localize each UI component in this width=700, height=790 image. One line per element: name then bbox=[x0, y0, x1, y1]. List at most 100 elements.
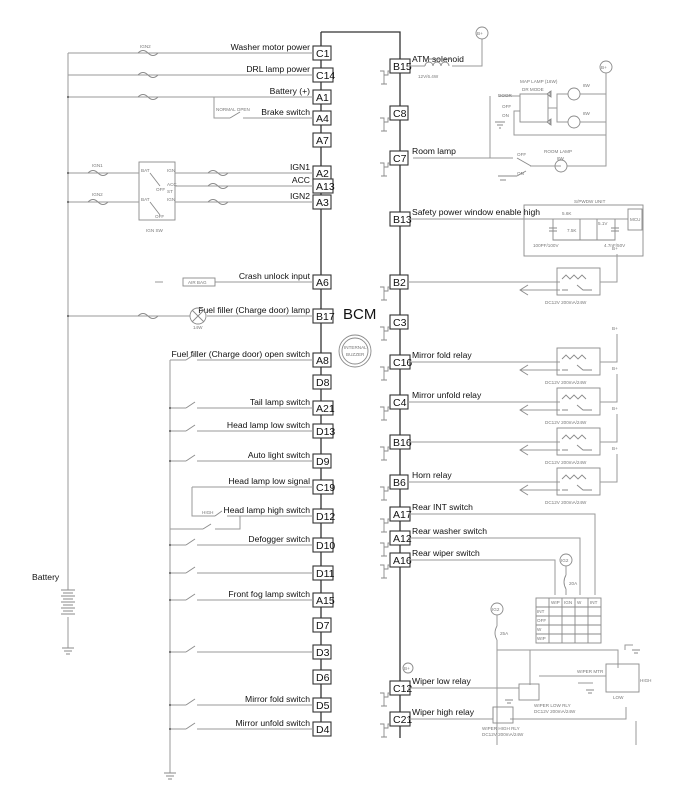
pin-box bbox=[312, 669, 332, 685]
pin-label: Mirror unfold switch bbox=[236, 718, 311, 728]
left-pin-d8[interactable]: D8 bbox=[312, 374, 332, 390]
pin-id: A2 bbox=[316, 168, 329, 180]
right-pin-c3[interactable]: C3 bbox=[380, 314, 409, 341]
relay-bplus: B+ bbox=[612, 406, 618, 411]
pin-id: A16 bbox=[393, 555, 412, 567]
wiper-fuse: 25A bbox=[500, 631, 509, 636]
table-col-header: INT bbox=[590, 600, 598, 605]
room-off: OFF bbox=[517, 152, 526, 157]
pin-id: D9 bbox=[316, 456, 330, 468]
table-row-header: WIP bbox=[537, 636, 546, 641]
transistor-icon bbox=[380, 518, 390, 533]
pin-box bbox=[312, 132, 332, 148]
wiper-high-label: HIGH bbox=[640, 678, 651, 683]
left-pin-d6[interactable]: D6 bbox=[312, 669, 332, 685]
pin-id: B13 bbox=[393, 214, 412, 226]
lamp-icon bbox=[189, 307, 207, 325]
pin-id: A13 bbox=[316, 181, 335, 193]
pin-id: C16 bbox=[393, 357, 412, 369]
map-lamp-title: MAP LAMP (16W) bbox=[520, 79, 558, 84]
pin-label: Brake switch bbox=[261, 107, 310, 117]
ign-pos-off-2: OFF bbox=[155, 214, 164, 219]
pin-label: Mirror unfold relay bbox=[412, 390, 482, 400]
switch-d13 bbox=[169, 424, 313, 432]
map-bulb-1: 8W bbox=[583, 83, 591, 88]
left-pin-d11[interactable]: D11 bbox=[312, 565, 335, 581]
pin-label: Head lamp low switch bbox=[227, 420, 310, 430]
fuel-door-switch bbox=[170, 353, 313, 361]
ign-pos-off: OFF bbox=[156, 187, 165, 192]
transistor-icon bbox=[380, 162, 390, 177]
room-lamp-title: ROOM LAMP bbox=[544, 149, 572, 154]
pin-id: A21 bbox=[316, 403, 335, 415]
switch-d4 bbox=[169, 722, 313, 730]
right-pin-b2[interactable]: B2 bbox=[380, 274, 409, 301]
switch-a15 bbox=[169, 593, 313, 601]
ign1-fuse-label: IGN1 bbox=[92, 163, 103, 168]
internal-buzzer: INTERNAL BUZZER bbox=[338, 334, 372, 368]
left-pin-a7[interactable]: A7 bbox=[312, 132, 332, 148]
room-on: ON bbox=[517, 171, 524, 176]
pin-box bbox=[389, 150, 409, 166]
map-lamp-mode: DR MODE bbox=[522, 87, 544, 92]
relay-b2: B+DC12V 200mA/24W bbox=[408, 246, 618, 305]
pin-label: Wiper low relay bbox=[412, 676, 471, 686]
left-pin-d3[interactable]: D3 bbox=[312, 644, 332, 660]
ign2-fuse-label: IGN2 bbox=[92, 192, 103, 197]
switch-d10 bbox=[169, 538, 313, 546]
left-pin-a4[interactable]: A4 Brake switch bbox=[261, 107, 332, 126]
battery-plus-fuse bbox=[67, 94, 313, 100]
relay-bplus: B+ bbox=[612, 326, 618, 331]
table-col-header: IGN bbox=[564, 600, 572, 605]
pin-id: D4 bbox=[316, 724, 330, 736]
pin-box bbox=[389, 105, 409, 121]
spwdw-c2: 4.7nF/50V bbox=[604, 243, 626, 248]
spwdw-mcu: MCU bbox=[630, 217, 640, 222]
right-pin-b16[interactable]: B16 bbox=[380, 434, 412, 461]
left-pin-d7[interactable]: D7 bbox=[312, 617, 332, 633]
transistor-icon bbox=[380, 366, 390, 381]
pin-id: A4 bbox=[316, 113, 329, 125]
high-note: HIGH bbox=[202, 510, 213, 515]
pin-label: Fuel filler (Charge door) open switch bbox=[171, 349, 310, 359]
left-pin-d4[interactable]: D4 Mirror unfold switch bbox=[236, 718, 332, 737]
table-row-header: W bbox=[537, 627, 542, 632]
right-pin-c8[interactable]: C8 bbox=[380, 105, 409, 132]
table-col-header: W bbox=[577, 600, 582, 605]
head-lamp-circuit: HIGH bbox=[170, 486, 313, 530]
atm-bplus: B+ bbox=[477, 31, 483, 36]
spwdw-r1: 5.6K bbox=[562, 211, 572, 216]
switch-d3 bbox=[169, 645, 313, 653]
wiper-fuse-source: IG2 bbox=[492, 607, 500, 612]
left-switches bbox=[169, 401, 313, 730]
